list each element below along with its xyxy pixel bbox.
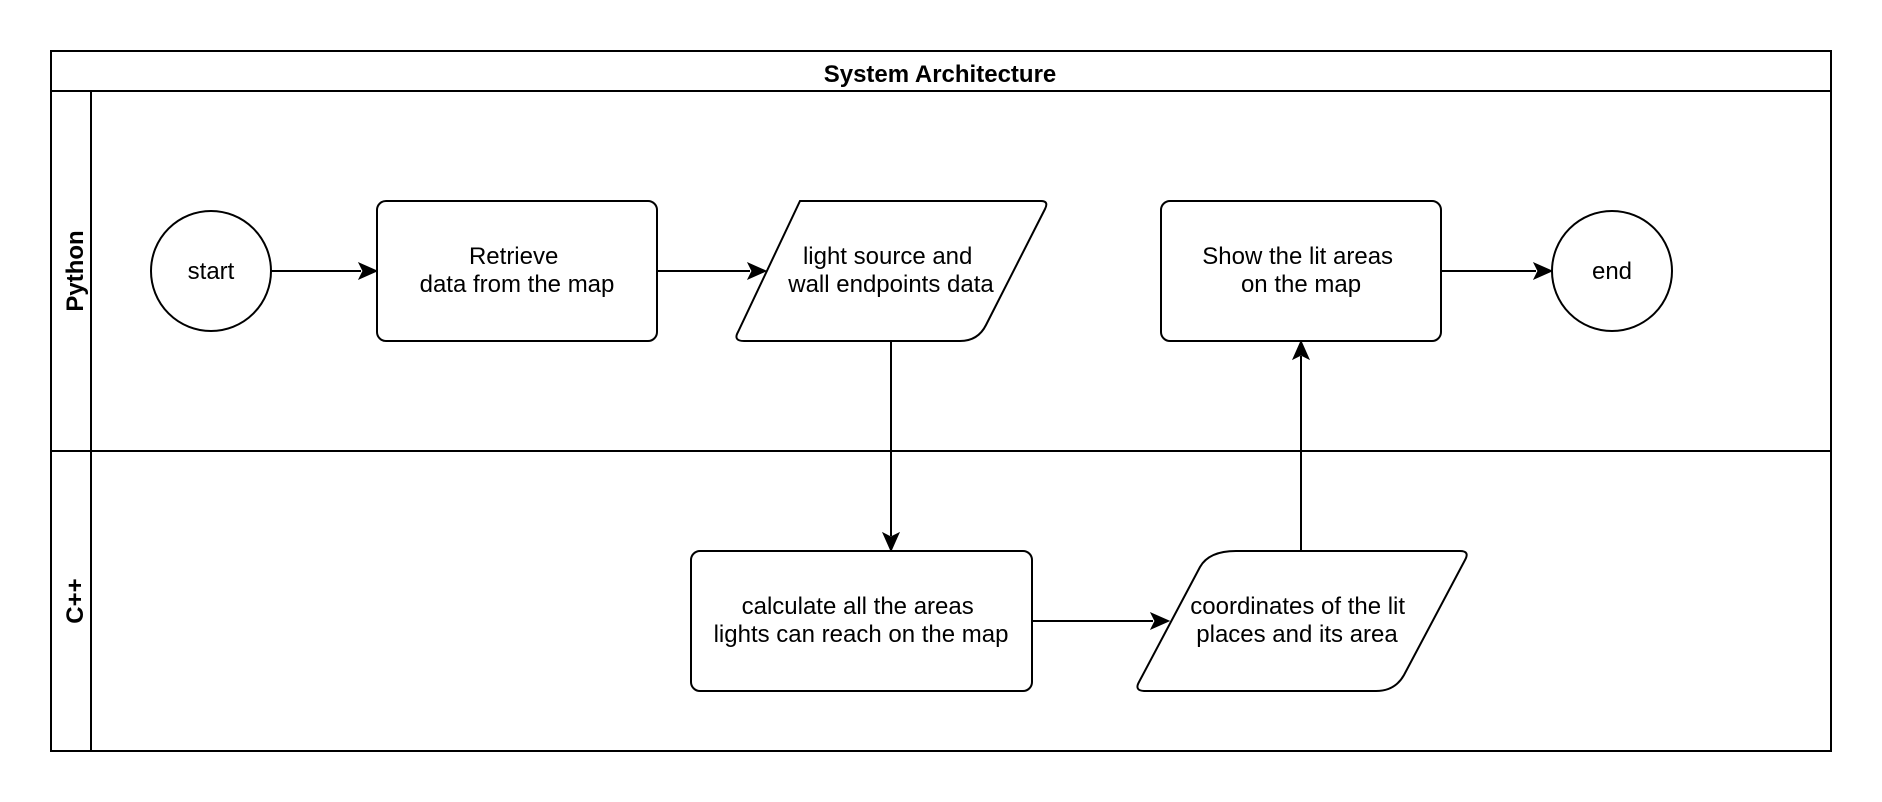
node-start: start: [150, 210, 272, 332]
arrowhead-calculate: [881, 531, 901, 553]
light-data-label-line-2: wall endpoints data: [787, 271, 994, 298]
light-data-parallelogram: [735, 200, 1048, 342]
end-label: end: [1592, 258, 1632, 285]
show-label: Show the lit areas on the map: [1202, 243, 1399, 298]
node-retrieve: Retrieve data from the map: [376, 200, 658, 342]
calculate-label: calculate all the areas lights can reach…: [714, 593, 1009, 648]
edges: [271, 261, 1554, 631]
arrowhead-show: [1291, 339, 1311, 361]
pool-frame: [50, 50, 1832, 752]
diagram-title: System Architecture: [824, 61, 1057, 88]
show-label-line-1: Show the lit areas: [1202, 243, 1393, 270]
light-data-label-line-1: light source and: [803, 243, 972, 270]
coordinates-parallelogram: [1136, 550, 1468, 692]
lane-label-cpp: C++: [62, 578, 89, 623]
arrowhead-retrieve: [357, 261, 379, 281]
arrowhead-coordinates: [1149, 611, 1171, 631]
calculate-label-line-1: calculate all the areas: [742, 593, 974, 620]
node-end: end: [1551, 210, 1673, 332]
arrowhead-end: [1532, 261, 1554, 281]
end-circle: [1551, 210, 1673, 332]
coordinates-label-line-1: coordinates of the lit: [1190, 593, 1405, 620]
coordinates-label-line-2: places and its area: [1196, 621, 1398, 648]
start-circle: [150, 210, 272, 332]
retrieve-box: [376, 200, 658, 342]
retrieve-label-line-1: Retrieve: [469, 243, 558, 270]
show-box: [1160, 200, 1442, 342]
node-calculate: calculate all the areas lights can reach…: [690, 550, 1033, 692]
arrowhead-light-data: [746, 261, 768, 281]
retrieve-label-line-2: data from the map: [420, 271, 615, 298]
node-show: Show the lit areas on the map: [1160, 200, 1442, 342]
node-light-data: light source and wall endpoints data: [735, 200, 1048, 342]
coordinates-label: coordinates of the lit places and its ar…: [1190, 593, 1411, 648]
retrieve-label: Retrieve data from the map: [420, 243, 615, 298]
start-label: start: [188, 258, 235, 285]
calculate-label-line-2: lights can reach on the map: [714, 621, 1009, 648]
show-label-line-2: on the map: [1241, 271, 1361, 298]
node-coordinates: coordinates of the lit places and its ar…: [1136, 550, 1468, 692]
lane-label-python: Python: [62, 230, 89, 311]
calculate-box: [690, 550, 1033, 692]
light-data-label: light source and wall endpoints data: [787, 243, 994, 298]
